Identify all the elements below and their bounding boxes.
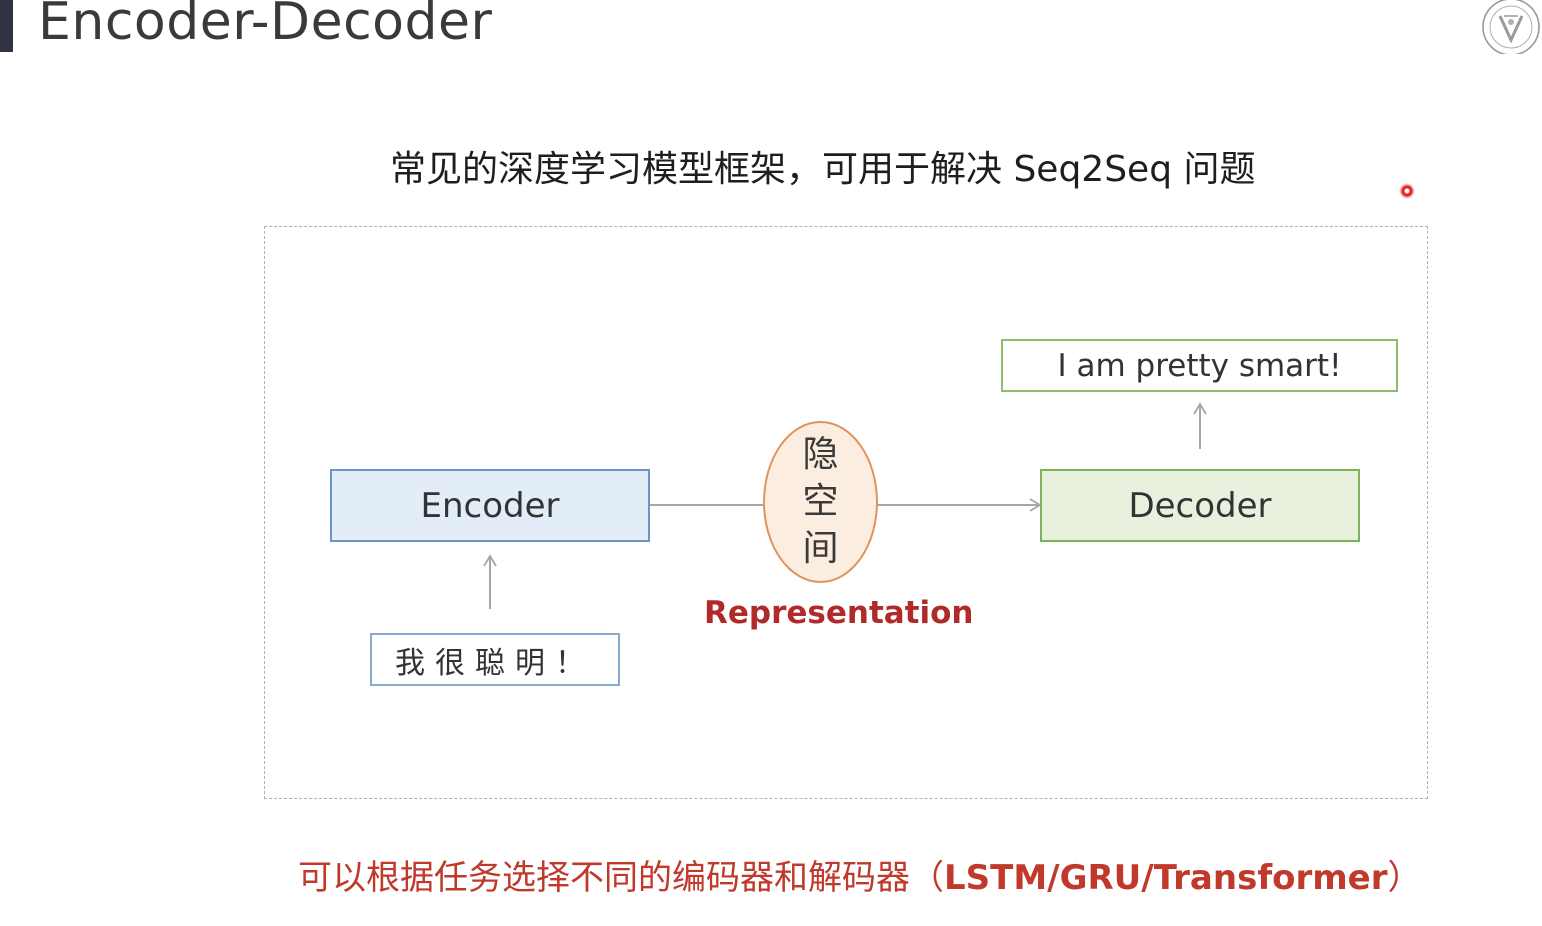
note-suffix: ） — [1387, 858, 1422, 898]
slide-title: Encoder-Decoder — [38, 0, 493, 52]
decoder-box: Decoder — [1040, 469, 1360, 542]
note-models: LSTM/GRU/Transformer — [944, 858, 1388, 898]
note-prefix: 可以根据任务选择不同的编码器和解码器（ — [298, 858, 944, 898]
latent-char: 隐 — [802, 434, 839, 475]
slide-subtitle: 常见的深度学习模型框架，可用于解决 Seq2Seq 问题 — [390, 149, 1256, 190]
encoder-box: Encoder — [330, 469, 650, 542]
latent-char: 间 — [802, 528, 839, 569]
latent-space-ellipse: 隐 空 间 — [763, 421, 878, 583]
bottom-note: 可以根据任务选择不同的编码器和解码器（LSTM/GRU/Transformer） — [298, 850, 1422, 899]
university-seal-icon — [1480, 0, 1542, 56]
title-accent-bar — [0, 0, 13, 52]
output-sentence-box: I am pretty smart! — [1001, 339, 1398, 392]
laser-pointer-dot — [1399, 183, 1415, 199]
representation-label: Representation — [704, 595, 974, 631]
input-sentence-box: 我很聪明！ — [370, 633, 620, 686]
latent-char: 空 — [802, 481, 839, 522]
diagram-frame — [264, 226, 1428, 799]
